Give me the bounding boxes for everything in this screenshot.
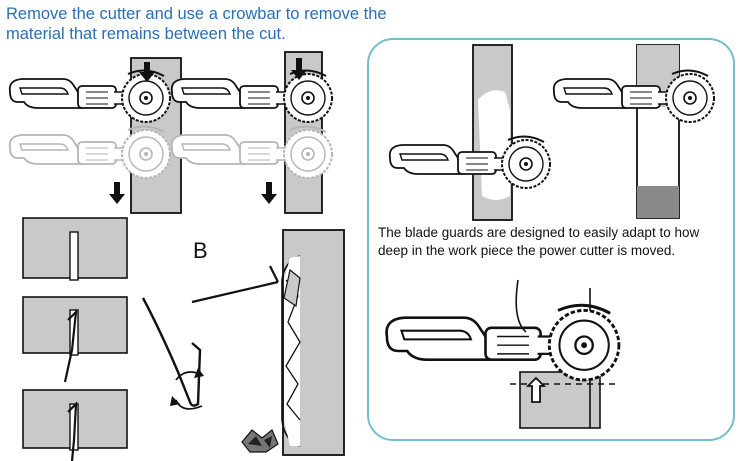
crowbar-rotation-diagram <box>141 297 204 410</box>
blade-guard-caption: The blade guards are designed to easily … <box>378 225 700 258</box>
blade-guard-diagram-top-right <box>552 44 715 219</box>
blade-guard-panel <box>367 38 735 441</box>
cutter-removal-diagram-a <box>8 57 182 214</box>
instruction-title: Remove the cutter and use a crowbar to r… <box>6 5 387 43</box>
cutter-removal-diagram-b <box>170 51 333 214</box>
crowbar-cross-sections <box>22 217 128 461</box>
blade-guard-diagram-top-left <box>388 44 551 221</box>
crowbar-prying-diagram <box>191 229 345 456</box>
diagram-label-b: B <box>193 238 208 263</box>
blade-guard-diagram-bottom <box>385 279 621 429</box>
